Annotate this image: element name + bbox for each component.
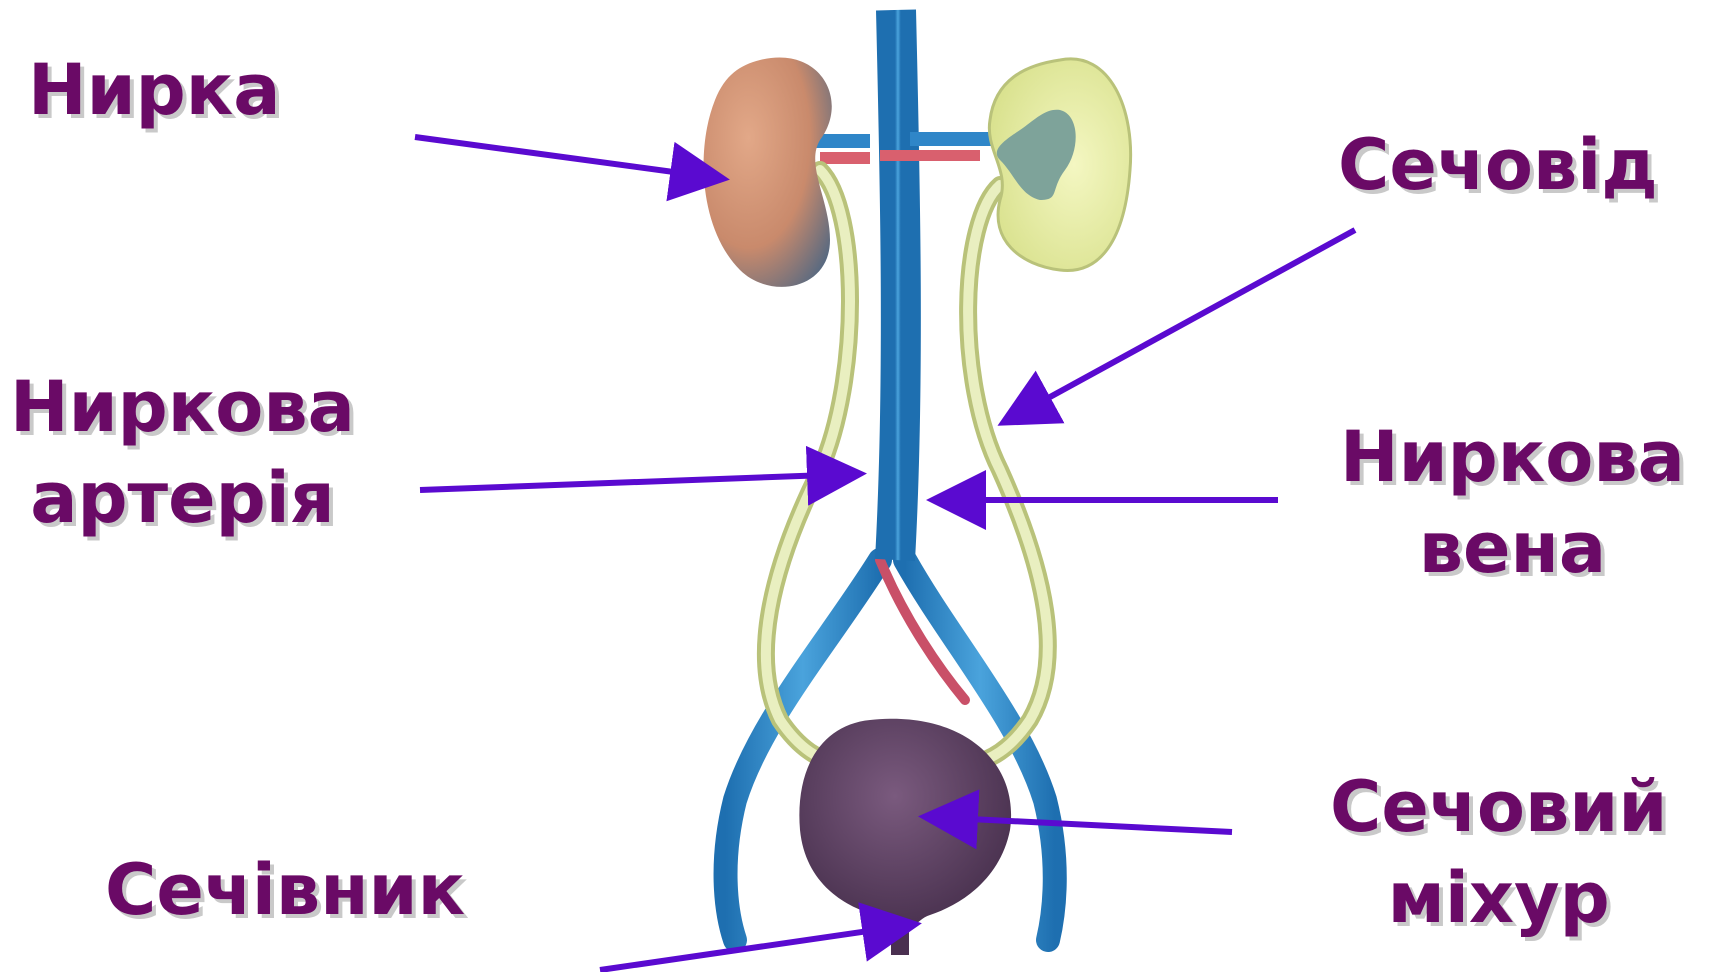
label-bladder: Сечовий міхур (1330, 762, 1667, 944)
label-bladder-line1: Сечовий (1330, 762, 1667, 853)
arrow-urethra (600, 925, 910, 970)
arrow-kidney (415, 137, 718, 178)
label-renal-artery-line1: Ниркова (10, 362, 355, 453)
arrow-renal-artery (420, 474, 855, 490)
label-renal-vein-line2: вена (1340, 503, 1685, 594)
label-urethra-text: Сечівник (105, 845, 465, 936)
label-kidney: Нирка (28, 45, 281, 136)
label-renal-vein: Ниркова вена (1340, 412, 1685, 594)
left-kidney (704, 57, 832, 286)
label-renal-artery: Ниркова артерія (10, 362, 355, 544)
right-renal-artery-vessel (880, 150, 980, 161)
label-kidney-text: Нирка (28, 45, 281, 136)
label-renal-artery-line2: артерія (10, 453, 355, 544)
right-renal-vessel (910, 132, 1000, 146)
urethra (891, 930, 909, 955)
label-ureter: Сечовід (1338, 120, 1658, 211)
label-renal-vein-line1: Ниркова (1340, 412, 1685, 503)
label-urethra: Сечівник (105, 845, 465, 936)
label-ureter-text: Сечовід (1338, 120, 1658, 211)
left-renal-artery-vessel (820, 152, 870, 164)
bladder (799, 719, 1011, 940)
label-bladder-line2: міхур (1330, 853, 1667, 944)
vena-cava (895, 10, 901, 560)
